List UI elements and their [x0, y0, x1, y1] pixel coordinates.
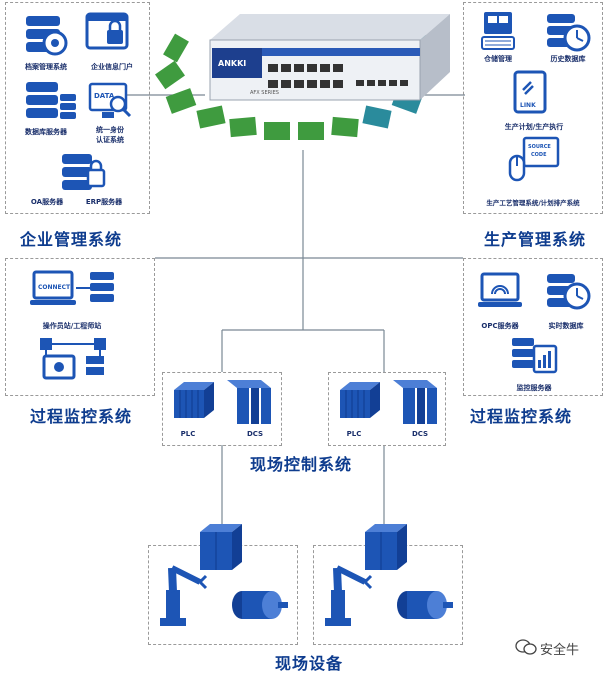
enterprise-system-title: 企业管理系统 [20, 230, 123, 249]
history-db-icon [545, 10, 595, 60]
link-icon: LINK [513, 70, 549, 120]
enterprise-system-box [5, 2, 150, 214]
plc-right-label: PLC [346, 430, 362, 438]
workstation-icon: CONNECT [30, 268, 120, 318]
field-control-title: 现场控制系统 [250, 455, 353, 474]
robot-arm-icon [160, 565, 208, 626]
plc-right-icon [336, 380, 384, 424]
dcs-right-label: DCS [411, 430, 429, 438]
enterprise-portal-icon [85, 12, 135, 64]
realtime-db-icon [545, 270, 595, 320]
field-control-left-box [162, 372, 282, 446]
watermark-text: 安全牛 [540, 643, 580, 658]
monitor-server-icon [510, 336, 560, 384]
control-cabinet-icon [365, 524, 407, 570]
file-management-icon [22, 10, 72, 64]
warehouse-label: 仓储管理 [484, 55, 512, 63]
identity-auth-label-1: 统一身份 [96, 126, 124, 134]
monitor-server-label: 监控服务器 [516, 384, 552, 392]
process-right-box [463, 258, 603, 396]
source-code-icon: SOURCE CODE [506, 136, 562, 190]
svg-text:CONNECT: CONNECT [38, 284, 71, 291]
workstation-label: 操作员站/工程师站 [42, 322, 102, 330]
dcs-left-label: DCS [246, 430, 264, 438]
dcs-right-icon [391, 378, 441, 430]
network-monitor-icon [40, 336, 110, 390]
field-control-right-box [328, 372, 446, 446]
plc-left-icon [170, 380, 218, 424]
svg-text:LINK: LINK [520, 102, 536, 109]
wechat-icon [515, 638, 537, 660]
oa-erp-server-icon [58, 150, 110, 198]
svg-text:DATA: DATA [94, 92, 115, 100]
database-server-icon [22, 80, 77, 129]
production-plan-label: 生产计划/生产执行 [504, 123, 564, 131]
process-left-title: 过程监控系统 [30, 407, 133, 426]
history-db-label: 历史数据库 [550, 55, 586, 63]
motor-icon [397, 591, 453, 619]
svg-text:ANKKI: ANKKI [218, 59, 246, 68]
motor-icon [232, 591, 288, 619]
robot-arm-icon [325, 565, 373, 626]
field-devices-right-group [315, 520, 465, 649]
erp-server-label: ERP服务器 [85, 198, 123, 206]
dcs-left-icon [225, 378, 275, 430]
production-system-title: 生产管理系统 [484, 230, 587, 249]
process-left-box [5, 258, 155, 396]
identity-auth-label-2: 认证系统 [96, 136, 124, 144]
opc-server-icon [478, 272, 528, 318]
svg-text:CODE: CODE [531, 152, 547, 158]
identity-auth-icon: DATA [88, 82, 136, 128]
oa-server-label: OA服务器 [30, 198, 64, 206]
file-management-label: 档案管理系统 [25, 63, 67, 71]
svg-text:SOURCE: SOURCE [528, 144, 551, 150]
enterprise-portal-label: 企业信息门户 [91, 63, 133, 71]
warehouse-icon [480, 10, 520, 58]
firewall-device-icon: ANKKI AFX SERIES [150, 0, 450, 164]
opc-server-label: OPC服务器 [481, 322, 519, 330]
database-server-label: 数据库服务器 [25, 128, 67, 136]
process-right-title: 过程监控系统 [470, 407, 573, 426]
realtime-db-label: 实时数据库 [548, 322, 584, 330]
production-system-box [463, 2, 603, 214]
field-devices-left-group [150, 520, 300, 649]
plc-left-label: PLC [180, 430, 196, 438]
control-cabinet-icon [200, 524, 242, 570]
field-devices-title: 现场设备 [275, 654, 344, 673]
svg-text:AFX SERIES: AFX SERIES [250, 90, 279, 96]
process-plan-label: 生产工艺管理系统/计划排产系统 [486, 199, 580, 207]
